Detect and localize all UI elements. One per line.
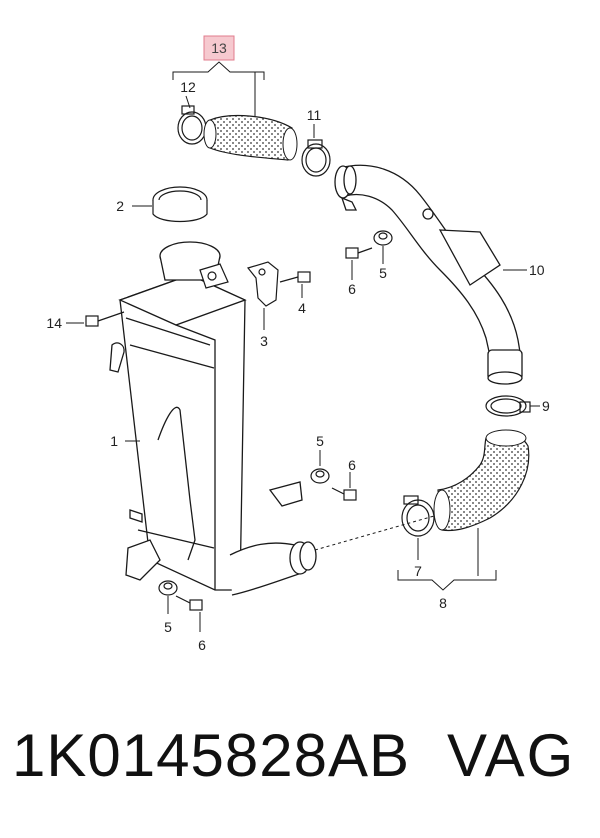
hose-clamp-11 bbox=[301, 139, 331, 177]
callout-14: 14 bbox=[46, 315, 62, 331]
brand-name: VAG bbox=[447, 722, 576, 789]
callout-3: 3 bbox=[260, 333, 268, 349]
callout-4: 4 bbox=[298, 300, 306, 316]
charge-air-pipe-10 bbox=[334, 164, 523, 385]
callout-6: 6 bbox=[348, 281, 356, 297]
bolt-6-right bbox=[331, 487, 357, 501]
callout-10: 10 bbox=[529, 262, 545, 278]
grommet-5-top bbox=[373, 230, 393, 246]
callout-8: 8 bbox=[439, 595, 447, 611]
callout-5: 5 bbox=[164, 619, 172, 635]
callout-6: 6 bbox=[198, 637, 206, 653]
bolt-4 bbox=[279, 271, 311, 283]
grommet-5-bottom bbox=[158, 580, 178, 596]
callout-11: 11 bbox=[307, 107, 322, 123]
bracket-13 bbox=[172, 61, 265, 80]
intercooler-exploded-diagram: 13 12 11 10 5 bbox=[46, 35, 550, 653]
bolt-6-bottom bbox=[175, 595, 203, 611]
label-13-box[interactable]: 13 bbox=[203, 35, 235, 61]
hose-8 bbox=[433, 429, 530, 532]
callout-9: 9 bbox=[542, 398, 550, 414]
callout-13: 13 bbox=[211, 40, 227, 56]
callout-6: 6 bbox=[348, 457, 356, 473]
bracket-8 bbox=[397, 570, 497, 591]
callout-5: 5 bbox=[379, 265, 387, 281]
hose-clamp-9 bbox=[485, 395, 531, 417]
seal-ring-2 bbox=[152, 186, 208, 223]
part-number: 1K0145828AB bbox=[12, 722, 411, 789]
callout-7: 7 bbox=[414, 563, 422, 579]
callout-1: 1 bbox=[110, 433, 118, 449]
hose-13 bbox=[203, 115, 298, 161]
callout-2: 2 bbox=[116, 198, 124, 214]
hose-clamp-7 bbox=[401, 495, 435, 537]
callout-5: 5 bbox=[316, 433, 324, 449]
bolt-14 bbox=[85, 311, 125, 327]
hose-clamp-12 bbox=[177, 105, 207, 145]
bracket-3 bbox=[199, 261, 279, 307]
grommet-5-right bbox=[310, 468, 330, 484]
bolt-6-top bbox=[345, 247, 373, 259]
callout-12: 12 bbox=[180, 79, 196, 95]
intercooler-1 bbox=[109, 241, 317, 596]
